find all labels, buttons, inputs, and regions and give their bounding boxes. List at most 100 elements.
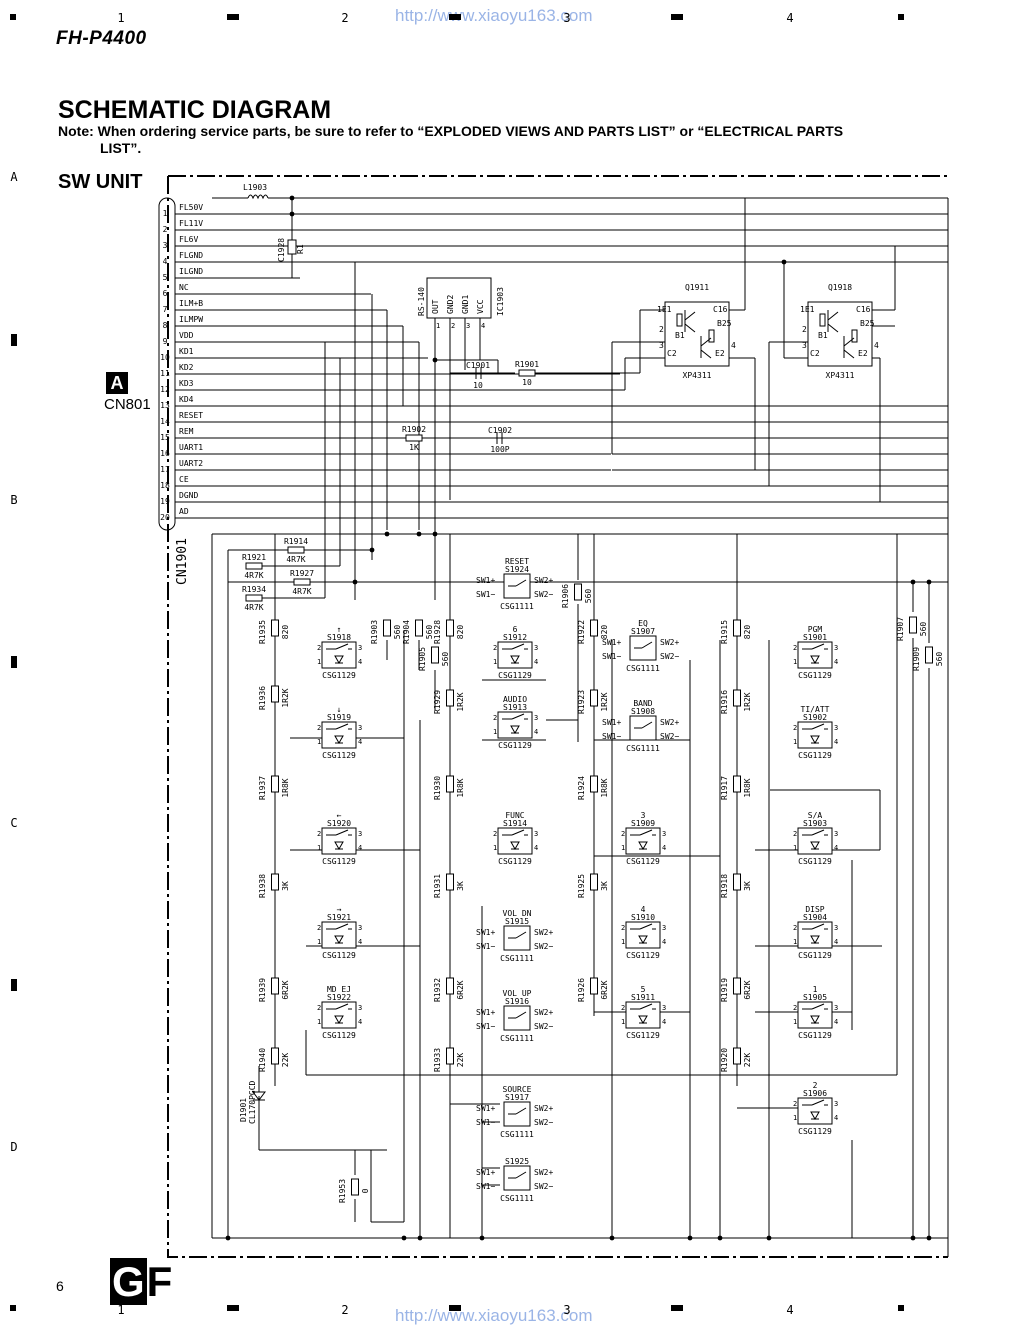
wire: [843, 349, 855, 359]
pin-num: 2: [621, 924, 625, 932]
resistor: [925, 646, 933, 664]
wire: [515, 1107, 527, 1115]
resistor-name: R1903: [370, 620, 379, 644]
pin-name: REM: [179, 427, 194, 436]
wire: [684, 323, 696, 333]
resistor-value: 560: [935, 652, 944, 667]
switch-body: [321, 1001, 357, 1029]
pin-name: KD1: [179, 347, 194, 356]
switch-label: 4: [641, 905, 646, 914]
junction-dot: [352, 579, 358, 585]
url-top[interactable]: http://www.xiaoyu163.com: [395, 6, 593, 25]
grid-tick: [449, 1305, 461, 1311]
resistor-name: R1933: [433, 1048, 442, 1072]
ic-pin-name: GND1: [461, 295, 470, 314]
switch-body: [797, 1001, 833, 1029]
led-icon: [510, 841, 520, 851]
pin-num: 3: [662, 1004, 666, 1012]
wire: [335, 829, 349, 836]
pin-num: 3: [834, 924, 838, 932]
resistor-name: R1932: [433, 978, 442, 1002]
resistor: [446, 873, 454, 891]
column-number: 2: [341, 1303, 348, 1317]
url-bottom[interactable]: http://www.xiaoyu163.com: [395, 1306, 593, 1325]
resistor-value: 10: [522, 378, 532, 387]
pin-label: SW2+: [534, 1008, 553, 1017]
pin-label: SW1+: [476, 1008, 495, 1017]
led-icon: [810, 735, 820, 745]
resistor-value: 560: [919, 622, 928, 637]
pin-label: SW2+: [660, 718, 679, 727]
resistor: [431, 646, 439, 664]
resistor-value: 4R7K: [286, 555, 305, 564]
pin-label: SW1−: [602, 652, 621, 661]
wire: [641, 641, 653, 649]
diode-model: CL170PGCD: [248, 1080, 257, 1124]
switch-body: [797, 641, 833, 669]
pin-label: SW1−: [476, 590, 495, 599]
switch-label: 2: [813, 1081, 818, 1090]
ic-name: IC1903: [496, 287, 505, 316]
pin-number: 10: [160, 353, 170, 362]
switch-label: SOURCE: [503, 1085, 532, 1094]
resistor-value: 560: [393, 625, 402, 640]
column-number: 3: [563, 1303, 570, 1317]
resistor: [733, 619, 741, 637]
row-letter: B: [10, 493, 17, 507]
resistor-name: R1953: [338, 1179, 347, 1203]
pin-num: 4: [534, 844, 538, 852]
led-icon: [810, 935, 820, 945]
switch-part: CSG1111: [500, 602, 534, 611]
pin-num: 1: [621, 938, 625, 946]
pin-name: FL11V: [179, 219, 203, 228]
resistor-name: R1939: [258, 978, 267, 1002]
pin-num: 1: [793, 658, 797, 666]
pin-num: 3: [534, 830, 538, 838]
pin-num: 2: [793, 724, 797, 732]
resistor-value: 3K: [600, 881, 609, 891]
pin-number: 13: [160, 401, 170, 410]
switch-part: CSG1129: [498, 741, 532, 750]
pin-number: 3: [163, 241, 168, 250]
switch-label: ←: [337, 811, 342, 820]
pin-num: 4: [834, 738, 838, 746]
junction-dot: [225, 1235, 231, 1241]
switch-name: S1911: [631, 993, 655, 1002]
pin-num: 2: [793, 830, 797, 838]
resistor-value: 560: [441, 652, 450, 667]
switch-part: CSG1129: [322, 751, 356, 760]
resistor: [245, 594, 263, 602]
pin-name: FLGND: [179, 251, 203, 260]
led-icon: [638, 841, 648, 851]
switch-part: CSG1129: [498, 671, 532, 680]
pin-number: 19: [160, 497, 170, 506]
switch-body: [797, 721, 833, 749]
resistor-name: R1915: [720, 620, 729, 644]
pin-label: SW2+: [534, 1104, 553, 1113]
switch-body: [503, 573, 531, 599]
connector-name: CN1901: [175, 538, 190, 585]
frame-marks: [10, 14, 948, 1311]
switch-part: CSG1129: [626, 857, 660, 866]
led-icon: [510, 655, 520, 665]
resistor: [518, 369, 536, 377]
resistor-name: R1904: [402, 620, 411, 644]
led-icon: [638, 1015, 648, 1025]
resistor-name: R1936: [258, 686, 267, 710]
pin-label: SW2−: [534, 1022, 553, 1031]
ic-pin-name: OUT: [431, 299, 440, 314]
led-icon: [510, 725, 520, 735]
resistor: [590, 689, 598, 707]
pin-number: 1: [163, 209, 168, 218]
junction-dot: [289, 195, 295, 201]
wire: [684, 311, 696, 321]
resistor: [733, 1047, 741, 1065]
led-icon: [810, 1111, 820, 1121]
pin-name: FL50V: [179, 203, 203, 212]
capacitor: [287, 239, 297, 255]
resistor-value: 4R7K: [244, 603, 263, 612]
resistor-name: R1922: [577, 620, 586, 644]
switch-label: ↓: [337, 705, 342, 714]
pin-number: 20: [160, 513, 170, 522]
transistor-model: XP4311: [826, 371, 855, 380]
